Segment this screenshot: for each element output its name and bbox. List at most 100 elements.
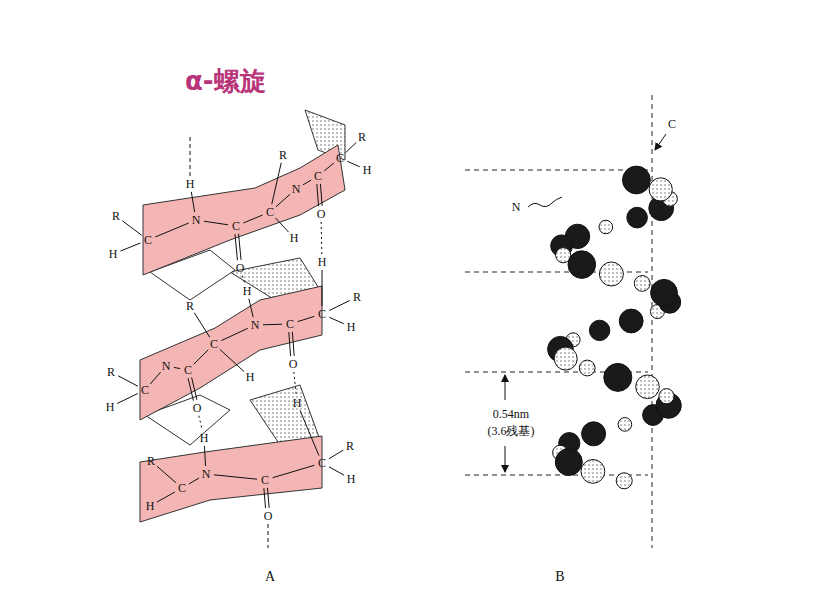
covalent-bond xyxy=(329,450,343,459)
covalent-bond xyxy=(189,478,199,484)
covalent-bond xyxy=(155,223,188,237)
covalent-bond xyxy=(303,180,311,185)
atom-ball xyxy=(618,418,632,432)
atom-ball xyxy=(634,276,650,292)
atom-ball xyxy=(568,251,596,279)
atom-label: C xyxy=(318,308,326,320)
atom-label: R xyxy=(279,149,287,161)
atom-label: O xyxy=(289,358,298,370)
bond-layer xyxy=(117,136,359,548)
atom-label: R xyxy=(186,300,194,312)
covalent-bond xyxy=(329,300,350,310)
atom-label: H xyxy=(200,432,209,444)
covalent-bond xyxy=(273,465,315,477)
atom-label: C xyxy=(184,364,192,376)
atom-label: N xyxy=(251,319,260,331)
atom-ball xyxy=(649,178,672,201)
atom-label: O xyxy=(317,208,326,220)
covalent-bond xyxy=(117,393,138,403)
atom-ball xyxy=(604,363,632,391)
covalent-bond xyxy=(188,378,193,400)
panel-letter: A xyxy=(265,570,275,584)
atom-label: C xyxy=(144,234,152,246)
atom-label: H xyxy=(109,248,118,260)
atom-label: H xyxy=(318,256,327,268)
atom-label: H xyxy=(347,321,356,333)
atom-label: C xyxy=(232,220,240,232)
covalent-bond xyxy=(235,234,237,260)
atom-ball xyxy=(636,375,660,399)
covalent-bond xyxy=(221,328,247,340)
atom-label: H xyxy=(186,178,195,190)
atom-ball xyxy=(619,309,643,333)
panel-letter: B xyxy=(555,570,564,584)
atom-label: H xyxy=(363,164,372,176)
terminus-label: N xyxy=(512,201,521,213)
covalent-bond xyxy=(329,467,344,475)
covalent-bond xyxy=(118,376,138,387)
atom-label: C xyxy=(141,384,149,396)
atom-label: C xyxy=(210,338,218,350)
dimension-arrow xyxy=(505,375,506,472)
atom-label: C xyxy=(314,170,322,182)
hydrogen-bond xyxy=(242,276,244,284)
covalent-bond xyxy=(204,446,205,466)
covalent-bond xyxy=(264,488,266,508)
covalent-bond xyxy=(329,317,343,323)
hydrogen-bond xyxy=(199,416,202,430)
atom-label: C xyxy=(336,152,344,164)
atom-balls xyxy=(548,166,682,489)
hydrogen-bond xyxy=(190,136,191,176)
hydrogen-bond xyxy=(321,222,323,254)
atom-label: N xyxy=(192,214,201,226)
atom-ball xyxy=(627,207,648,228)
covalent-bond xyxy=(267,488,269,508)
atom-ball xyxy=(623,166,651,194)
covalent-bond xyxy=(174,367,180,368)
atom-label: H xyxy=(347,473,356,485)
covalent-bond xyxy=(239,234,241,260)
atom-label: R xyxy=(353,291,361,303)
atom-ball xyxy=(616,473,632,489)
dimension-label: 0.54nm xyxy=(493,408,529,420)
atom-label: O xyxy=(193,402,202,414)
atom-ball xyxy=(554,347,577,370)
peptide-ribbon xyxy=(140,145,345,522)
terminus-label: C xyxy=(668,118,676,130)
covalent-bond xyxy=(292,332,294,356)
atom-label: H xyxy=(246,371,255,383)
covalent-bond xyxy=(194,313,209,337)
atom-label: R xyxy=(346,440,354,452)
covalent-bond xyxy=(194,350,209,365)
covalent-bond xyxy=(298,316,315,321)
atom-label: C xyxy=(318,457,326,469)
covalent-bond xyxy=(157,492,175,502)
covalent-bond xyxy=(150,372,160,384)
atom-label: R xyxy=(358,131,366,143)
atom-ball xyxy=(599,262,623,286)
covalent-bond xyxy=(214,475,257,479)
atom-label: H xyxy=(146,500,155,512)
atom-label: H xyxy=(290,232,299,244)
atom-label: O xyxy=(236,262,245,274)
atom-label: R xyxy=(107,366,115,378)
atom-ball xyxy=(582,422,606,446)
hydrogen-bond xyxy=(294,372,296,395)
covalent-bond xyxy=(347,161,359,167)
covalent-bond xyxy=(276,194,290,206)
covalent-bond xyxy=(289,332,291,356)
atom-label: N xyxy=(162,360,171,372)
atom-ball xyxy=(581,460,605,484)
covalent-bond xyxy=(275,218,288,232)
atom-ball xyxy=(555,449,582,476)
atom-label: N xyxy=(202,468,211,480)
atom-label: C xyxy=(261,474,269,486)
atom-ball xyxy=(659,389,674,404)
covalent-bond xyxy=(317,184,319,206)
covalent-bond xyxy=(322,270,323,306)
atom-label: H xyxy=(243,285,252,297)
covalent-bond xyxy=(263,324,282,326)
atom-ball xyxy=(651,279,678,306)
atom-label: H xyxy=(293,397,302,409)
